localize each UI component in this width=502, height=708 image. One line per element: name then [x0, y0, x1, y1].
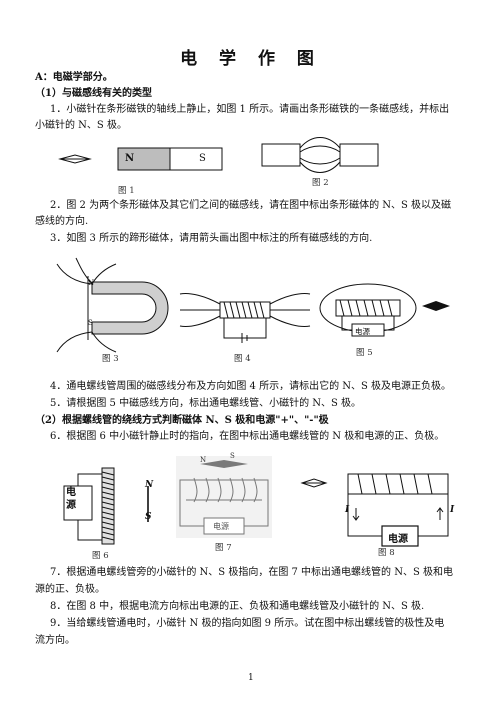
figure-4: [179, 293, 311, 343]
magnet-s-label: S: [199, 153, 206, 164]
field-line-upper-left: [56, 263, 93, 285]
solenoid-windings: [357, 473, 433, 495]
field-line-top-left: [179, 293, 221, 305]
question-1-line-2: 小磁针的 N、S 极。: [35, 120, 127, 131]
solenoid-windings: [101, 471, 115, 541]
circuit-wire: [179, 479, 269, 527]
field-line-bottom-inner: [299, 157, 341, 165]
figure-6-power-label: 电 源: [66, 487, 76, 511]
circuit-wire: [77, 473, 102, 541]
power-source-box: [203, 517, 245, 535]
field-line-top-outer: [299, 137, 341, 149]
right-bar-magnet: [339, 143, 379, 167]
field-line-lower-right: [91, 331, 117, 353]
circuit-wire: [347, 484, 449, 537]
figure-8-current-left: I: [345, 505, 350, 515]
circuit-wire: [223, 318, 267, 339]
current-arrow-right-icon: [436, 507, 444, 520]
compass-needle-icon: [200, 460, 248, 468]
question-6: 6．根据图 6 中小磁针静止时的指向，在图中标出通电螺线管的 N 极和电源的正、…: [50, 431, 445, 442]
figure-5-power-label: 电源: [355, 327, 370, 336]
left-bar-magnet: [261, 143, 301, 167]
figure-5: [319, 283, 450, 337]
page-number: 1: [248, 673, 254, 683]
figure-6-needle-n: N: [145, 480, 154, 490]
question-9-line-2: 流方向。: [35, 635, 75, 646]
question-3: 3．如图 3 所示的蹄形磁体，请用箭头画出图中标注的所有磁感线的方向.: [50, 233, 373, 244]
figure-8: [300, 473, 449, 547]
figure-7-needle-s: S: [230, 452, 235, 460]
figure-7-power-label: 电源: [213, 522, 229, 531]
figure-6-needle-s: S: [145, 512, 152, 522]
solenoid-core: [101, 467, 115, 545]
question-2-line-1: 2．图 2 为两个条形磁体及其它们之间的磁感线，请在图中标出条形磁体的 N、S …: [50, 200, 452, 211]
question-8: 8．在图 8 中，根据电流方向标出电源的正、负极和通电螺线管及小磁针的 N、S …: [50, 601, 425, 612]
solenoid-core-outline: [186, 479, 262, 501]
figure-5-caption: 图 5: [356, 348, 373, 358]
figure-1: [58, 147, 223, 171]
figure-7: [176, 456, 272, 538]
question-4: 4．通电螺线管周围的磁感线分布及方向如图 4 所示，请标出它的 N、S 极及电源…: [50, 381, 452, 392]
circuit-wire: [341, 316, 395, 331]
figure-2-caption: 图 2: [312, 178, 329, 188]
field-line-bottom-left: [179, 315, 221, 327]
figure-2: [261, 137, 379, 173]
field-line-lower-left: [56, 331, 93, 353]
current-arrow-left-icon: [352, 508, 360, 521]
field-line-upper-mid: [75, 257, 93, 285]
question-1-line-1: 1．小磁针在条形磁铁的轴线上静止，如图 1 所示。请画出条形磁铁的一条磁感线，并…: [50, 104, 450, 115]
power-source-box: [381, 525, 419, 547]
question-7-line-2: 源的正、负极。: [35, 584, 105, 595]
figure-3: [56, 257, 169, 353]
horseshoe-n-label: N: [88, 279, 95, 287]
figure-8-current-right: I: [450, 505, 455, 515]
subsection-1-heading: （1）与磁感线有关的类型: [35, 88, 152, 99]
figure-7-needle-n: N: [200, 456, 207, 464]
question-2-line-2: 感线的方向.: [35, 216, 89, 227]
section-a-heading: A：电磁学部分。: [35, 72, 113, 83]
subsection-2-heading: （2）根据螺线管的绕线方式判断磁体 N、S 极和电源"+"、"-"极: [35, 415, 329, 426]
question-9-line-1: 9．当给螺线管通电时，小磁针 N 极的指向如图 9 所示。试在图中标出螺线管的极…: [50, 618, 445, 629]
field-line-top-inner: [299, 145, 341, 153]
bar-magnet-south-half: [169, 147, 223, 171]
question-7-line-1: 7．根据通电螺线管旁的小磁针的 N、S 极指向，在图 7 中标出通电螺线管的 N…: [50, 567, 453, 578]
field-line-bottom-right: [269, 315, 311, 327]
magnet-n-label: N: [125, 153, 135, 164]
solenoid-windings: [193, 477, 258, 503]
figure-6: [63, 467, 149, 545]
power-source-box: [351, 323, 385, 337]
horseshoe-s-label: S: [88, 319, 93, 327]
solenoid-windings: [223, 301, 265, 319]
figure-1-caption: 图 1: [118, 186, 135, 196]
figure-7-caption: 图 7: [215, 543, 232, 553]
solenoid-windings: [339, 299, 393, 317]
figure-8-power-label: 电源: [388, 534, 408, 545]
figure-8-caption: 图 8: [378, 548, 395, 558]
figure-6-caption: 图 6: [92, 551, 109, 561]
figure-4-caption: 图 4: [234, 354, 251, 364]
question-5: 5．请根据图 5 中磁感线方向，标出通电螺线管、小磁针的 N、S 极。: [50, 398, 362, 409]
horseshoe-magnet: [91, 281, 169, 335]
compass-needle-icon: [422, 301, 450, 311]
field-line-bottom-outer: [299, 161, 341, 173]
field-line-top-right: [269, 293, 311, 305]
solenoid-body: [347, 473, 449, 495]
figure-3-caption: 图 3: [102, 354, 119, 364]
field-line-upper-right: [91, 263, 117, 285]
page-title: 电 学 作 图: [180, 49, 322, 69]
